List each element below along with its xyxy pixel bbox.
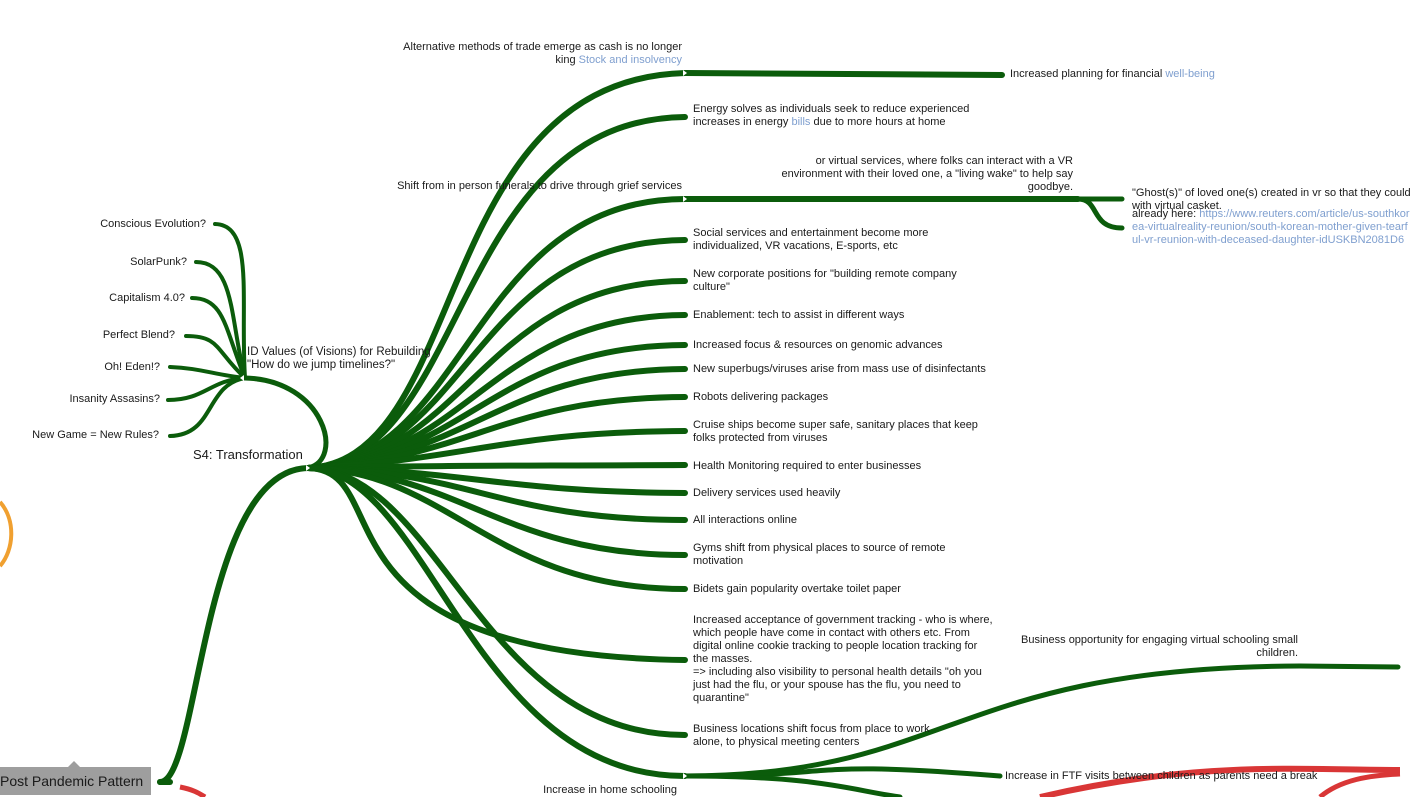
home-schooling-node[interactable]: Increase in home schooling <box>543 784 677 796</box>
ghost-node[interactable]: "Ghost(s)" of loved one(s) created in vr… <box>1132 187 1411 212</box>
node-tick-central <box>306 465 310 471</box>
branch-item[interactable]: Gyms shift from physical places to sourc… <box>693 542 946 567</box>
ftf-visits-node[interactable]: Increase in FTF visits between children … <box>1005 770 1318 782</box>
tracking-node[interactable]: Increased acceptance of government track… <box>693 614 993 705</box>
vision-item[interactable]: Capitalism 4.0? <box>109 292 185 304</box>
reuters-link[interactable]: https://www.reuters.com/article/us-south… <box>1132 208 1410 246</box>
branch-item[interactable]: New corporate positions for "building re… <box>693 268 957 293</box>
energy-line2-pre: increases in energy <box>693 116 789 128</box>
connector-schooling-down <box>682 773 903 797</box>
id-values-node[interactable]: ID Values (of Visions) for Rebuilding "H… <box>247 346 431 372</box>
vision-item[interactable]: Perfect Blend? <box>102 329 175 341</box>
already-here-label: already here: <box>1132 208 1197 220</box>
funerals-node[interactable]: Shift from in person funerals to drive t… <box>397 180 682 192</box>
well-being-link[interactable]: well-being <box>1165 68 1215 80</box>
root-pointer <box>68 761 80 767</box>
vision-item[interactable]: Conscious Evolution? <box>100 218 206 230</box>
connector-red-root <box>179 784 207 797</box>
energy-line2-post: due to more hours at home <box>813 116 946 128</box>
tracking-line: which people have come in contact with o… <box>693 627 970 639</box>
vr-services-node[interactable]: or virtual services, where folks can int… <box>781 155 1073 193</box>
connector-vision-4 <box>184 334 247 380</box>
energy-line1: Energy solves as individuals seek to red… <box>693 103 970 115</box>
connector-schooling-opportunity <box>682 663 1303 779</box>
branch-item[interactable]: Increased focus & resources on genomic a… <box>693 339 943 351</box>
business-locations-line2: alone, to physical meeting centers <box>693 736 860 748</box>
branch-item[interactable]: Bidets gain popularity overtake toilet p… <box>693 583 901 595</box>
trade-line2-text: king <box>555 54 576 66</box>
vision-item[interactable]: New Game = New Rules? <box>32 429 159 441</box>
branch-item[interactable]: Robots delivering packages <box>693 391 829 403</box>
connector-branch-7 <box>305 428 688 471</box>
node-tick-trade <box>683 70 687 76</box>
vision-item[interactable]: Oh! Eden!? <box>104 361 160 373</box>
planning-text: Increased planning for financial <box>1010 68 1163 80</box>
vision-item[interactable]: SolarPunk? <box>130 256 187 268</box>
business-locations-node[interactable]: Business locations shift focus from plac… <box>693 723 930 749</box>
branch-item[interactable]: Delivery services used heavily <box>693 487 841 499</box>
id-values-line2: "How do we jump timelines?" <box>247 359 396 371</box>
connector-vr-already <box>1075 196 1125 231</box>
connector-trade-planning <box>682 70 1005 78</box>
trade-node[interactable]: Alternative methods of trade emerge as c… <box>403 41 682 67</box>
connector-red-right <box>1039 765 1401 797</box>
energy-line2: increases in energy bills due to more ho… <box>693 116 969 129</box>
branch-item[interactable]: Enablement: tech to assist in different … <box>693 309 905 321</box>
connector-vision-7 <box>168 376 247 438</box>
business-locations-line1: Business locations shift focus from plac… <box>693 723 930 735</box>
energy-node[interactable]: Energy solves as individuals seek to red… <box>693 103 969 129</box>
node-tick-idvalues <box>240 375 244 381</box>
node-tick-schooling <box>683 773 687 779</box>
tracking-line: the masses. <box>693 653 753 665</box>
tracking-line: digital online cookie tracking to people… <box>693 640 978 652</box>
already-here-node[interactable]: already here: https://www.reuters.com/ar… <box>1132 208 1412 247</box>
root-topic[interactable]: Post Pandemic Pattern <box>0 767 152 795</box>
connector-root-central <box>157 465 311 785</box>
virtual-schooling-node[interactable]: Business opportunity for engaging virtua… <box>1021 634 1298 659</box>
connector-branch-12 <box>305 465 688 592</box>
planning-node[interactable]: Increased planning for financial well-be… <box>1010 68 1215 81</box>
vision-item[interactable]: Insanity Assasins? <box>69 393 161 405</box>
connector-schooling <box>305 465 688 779</box>
trade-line2: king Stock and insolvency <box>403 54 682 67</box>
branch-item[interactable]: Social services and entertainment become… <box>693 227 929 252</box>
tracking-line: Increased acceptance of government track… <box>693 614 993 626</box>
connector-vision-1 <box>213 222 247 380</box>
connector-vision-2 <box>194 260 247 380</box>
tracking-line: => including also visibility to personal… <box>693 666 982 678</box>
connector-business-locations <box>305 465 688 738</box>
connector-vision-3 <box>190 296 247 380</box>
central-topic[interactable]: S4: Transformation <box>193 447 303 462</box>
node-tick-funerals <box>683 196 687 202</box>
branch-item[interactable]: New superbugs/viruses arise from mass us… <box>693 363 986 375</box>
connector-tracking <box>305 465 688 663</box>
branch-item[interactable]: Cruise ships become super safe, sanitary… <box>693 419 978 444</box>
connector-red-right-2 <box>1318 771 1401 797</box>
bills-link[interactable]: bills <box>791 116 811 128</box>
trade-line1: Alternative methods of trade emerge as c… <box>403 41 682 53</box>
branch-item[interactable]: All interactions online <box>693 514 797 526</box>
stock-insolvency-link[interactable]: Stock and insolvency <box>578 54 682 66</box>
connector-opportunity-out <box>1297 663 1401 670</box>
branch-item[interactable]: Health Monitoring required to enter busi… <box>693 460 922 472</box>
connector-energy <box>305 114 688 471</box>
id-values-line1: ID Values (of Visions) for Rebuilding <box>247 346 431 358</box>
tracking-line: just had the flu, or your spouse has the… <box>693 679 961 691</box>
tracking-line: quarantine" <box>693 692 749 704</box>
connector-central-idvalues <box>242 375 329 471</box>
connector-orange-left <box>0 500 14 568</box>
